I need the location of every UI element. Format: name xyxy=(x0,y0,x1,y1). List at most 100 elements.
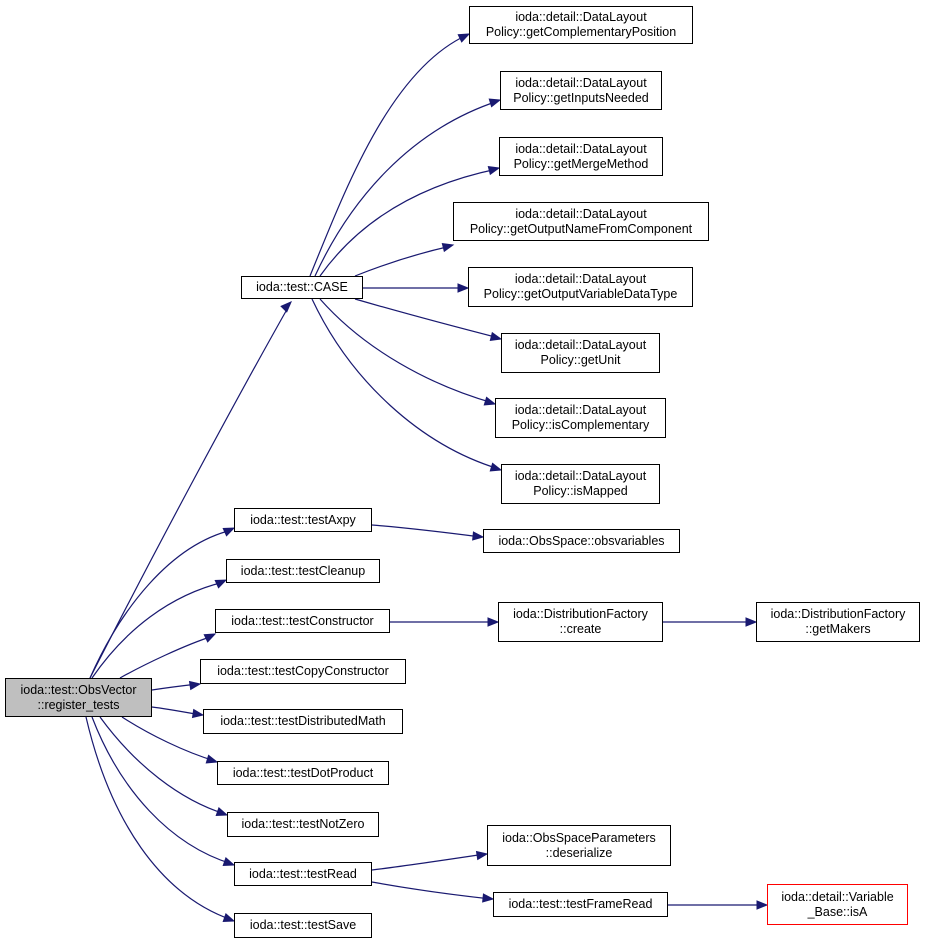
node-variable-base-is-a[interactable]: ioda::detail::Variable _Base::isA xyxy=(767,884,908,925)
arrowhead-testRead xyxy=(222,857,236,867)
arrowhead-getComplementaryPosition xyxy=(457,33,471,43)
node-label-line: ::register_tests xyxy=(37,697,120,712)
edge-case-to-getOutputNameFromComponent xyxy=(354,245,452,277)
node-get-inputs-needed[interactable]: ioda::detail::DataLayout Policy::getInpu… xyxy=(500,71,662,110)
arrowhead-isComplementary xyxy=(483,396,497,406)
edge-register_tests-to-testRead xyxy=(91,716,233,865)
arrowhead-deserialize xyxy=(475,850,489,861)
node-label-line: ioda::ObsSpace::obsvariables xyxy=(498,533,665,548)
arrowhead-getMakers xyxy=(745,617,758,627)
arrowhead-testDotProduct xyxy=(205,754,219,764)
node-label-line: ioda::detail::DataLayout xyxy=(515,141,647,156)
node-label-line: ::getMakers xyxy=(805,622,871,636)
edge-case-to-isMapped xyxy=(311,298,500,470)
node-test-distributed-math[interactable]: ioda::test::testDistributedMath xyxy=(203,709,403,734)
node-label-line: Policy::isMapped xyxy=(533,484,628,498)
arrowhead-testNotZero xyxy=(215,807,229,817)
node-obsspace-obsvariables[interactable]: ioda::ObsSpace::obsvariables xyxy=(483,529,680,553)
node-test-axpy[interactable]: ioda::test::testAxpy xyxy=(234,508,372,532)
arrowhead-isA xyxy=(756,900,769,910)
node-test-save[interactable]: ioda::test::testSave xyxy=(234,913,372,938)
node-label-line: ioda::DistributionFactory xyxy=(513,607,648,621)
node-label-line: ioda::test::testDotProduct xyxy=(232,765,374,780)
arrowhead-testFrameRead xyxy=(482,893,495,903)
node-test-dot-product[interactable]: ioda::test::testDotProduct xyxy=(217,761,389,785)
edge-case-to-getMergeMethod xyxy=(319,168,498,277)
node-distribution-factory-create[interactable]: ioda::DistributionFactory ::create xyxy=(498,602,663,642)
arrowhead-getOutputVariableDataType xyxy=(457,283,470,293)
node-label-line: ioda::test::testConstructor xyxy=(231,613,374,628)
arrowhead-getMergeMethod xyxy=(487,165,501,176)
node-label-line: Policy::getUnit xyxy=(540,353,621,367)
node-label-line: _Base::isA xyxy=(807,904,868,919)
edge-testRead-to-deserialize xyxy=(371,853,486,871)
node-label-line: Policy::getInputsNeeded xyxy=(513,90,649,105)
node-test-copy-constructor[interactable]: ioda::test::testCopyConstructor xyxy=(200,659,406,684)
node-test-constructor[interactable]: ioda::test::testConstructor xyxy=(215,609,390,633)
node-get-output-name-from-component[interactable]: ioda::detail::DataLayout Policy::getOutp… xyxy=(453,202,709,241)
arrowhead-getOutputNameFromComponent xyxy=(441,242,455,253)
arrowhead-testConstructor xyxy=(203,633,217,643)
arrowhead-isMapped xyxy=(489,462,503,472)
edge-case-to-getUnit xyxy=(354,298,500,339)
node-test-frame-read[interactable]: ioda::test::testFrameRead xyxy=(493,892,668,917)
edge-testAxpy-to-obsvariables xyxy=(371,524,482,538)
node-label-line: ioda::test::testNotZero xyxy=(241,817,365,831)
edge-register_tests-to-testCleanup xyxy=(91,581,225,679)
node-label-line: ioda::test::testSave xyxy=(249,918,357,932)
edge-register_tests-to-testConstructor xyxy=(119,635,214,679)
arrowhead-testAxpy xyxy=(222,527,236,537)
node-label-line: ioda::detail::DataLayout xyxy=(514,469,647,483)
node-label-line: ::deserialize xyxy=(545,845,613,860)
node-label-line: ioda::detail::DataLayout xyxy=(515,10,647,24)
node-obsspaceparameters-deserialize[interactable]: ioda::ObsSpaceParameters ::deserialize xyxy=(487,825,671,866)
node-label-line: ioda::test::testCleanup xyxy=(240,563,366,578)
node-obsvector-register-tests: ioda::test::ObsVector ::register_tests xyxy=(5,678,152,717)
node-label-line: ioda::test::ObsVector xyxy=(20,682,137,697)
node-get-unit[interactable]: ioda::detail::DataLayout Policy::getUnit xyxy=(501,333,660,373)
node-label-line: Policy::isComplementary xyxy=(511,418,650,432)
node-label-line: ioda::test::CASE xyxy=(256,280,348,294)
node-label-line: ioda::detail::DataLayout xyxy=(515,75,647,90)
arrowhead-getUnit xyxy=(489,331,503,342)
node-label-line: ioda::test::testFrameRead xyxy=(508,897,653,911)
node-label-line: ioda::test::testCopyConstructor xyxy=(217,664,389,678)
edge-register_tests-to-testAxpy xyxy=(89,529,233,679)
node-get-output-variable-data-type[interactable]: ioda::detail::DataLayout Policy::getOutp… xyxy=(468,267,693,307)
edge-case-to-getComplementaryPosition xyxy=(309,34,468,277)
edge-case-to-isComplementary xyxy=(319,298,494,404)
edge-register_tests-to-testDotProduct xyxy=(121,716,216,762)
node-label-line: Policy::getComplementaryPosition xyxy=(485,25,677,39)
node-label-line: ioda::test::testDistributedMath xyxy=(220,714,386,728)
arrowhead-testCopyConstructor xyxy=(188,680,202,691)
arrowhead-getInputsNeeded xyxy=(488,98,502,108)
node-get-merge-method[interactable]: ioda::detail::DataLayout Policy::getMerg… xyxy=(499,137,663,176)
edge-testRead-to-testFrameRead xyxy=(371,881,492,900)
node-label-line: ioda::detail::DataLayout xyxy=(515,206,647,221)
node-test-not-zero[interactable]: ioda::test::testNotZero xyxy=(227,812,379,837)
node-get-complementary-position[interactable]: ioda::detail::DataLayout Policy::getComp… xyxy=(469,6,693,44)
node-label-line: ioda::detail::Variable xyxy=(781,889,894,904)
arrowhead-create xyxy=(487,617,500,627)
edge-register_tests-to-testSave xyxy=(85,716,233,921)
node-test-cleanup[interactable]: ioda::test::testCleanup xyxy=(226,559,380,583)
node-label-line: Policy::getMergeMethod xyxy=(513,156,649,171)
arrowhead-obsvariables xyxy=(472,531,485,541)
node-label-line: ioda::test::testAxpy xyxy=(250,512,356,527)
node-label-line: ioda::detail::DataLayout xyxy=(514,403,647,417)
node-label-line: Policy::getOutputVariableDataType xyxy=(483,287,678,301)
node-is-mapped[interactable]: ioda::detail::DataLayout Policy::isMappe… xyxy=(501,464,660,504)
node-label-line: Policy::getOutputNameFromComponent xyxy=(469,221,693,236)
node-test-read[interactable]: ioda::test::testRead xyxy=(234,862,372,886)
edge-case-to-getInputsNeeded xyxy=(314,100,499,277)
arrowhead-testDistributedMath xyxy=(191,708,205,719)
arrowhead-case xyxy=(280,301,292,313)
node-is-complementary[interactable]: ioda::detail::DataLayout Policy::isCompl… xyxy=(495,398,666,438)
node-test-case[interactable]: ioda::test::CASE xyxy=(241,276,363,299)
node-label-line: ioda::detail::DataLayout xyxy=(514,338,647,352)
node-distribution-factory-get-makers[interactable]: ioda::DistributionFactory ::getMakers xyxy=(756,602,920,642)
node-label-line: ioda::DistributionFactory xyxy=(770,607,906,621)
node-label-line: ioda::test::testRead xyxy=(249,866,357,881)
edge-register_tests-to-testNotZero xyxy=(99,716,226,815)
